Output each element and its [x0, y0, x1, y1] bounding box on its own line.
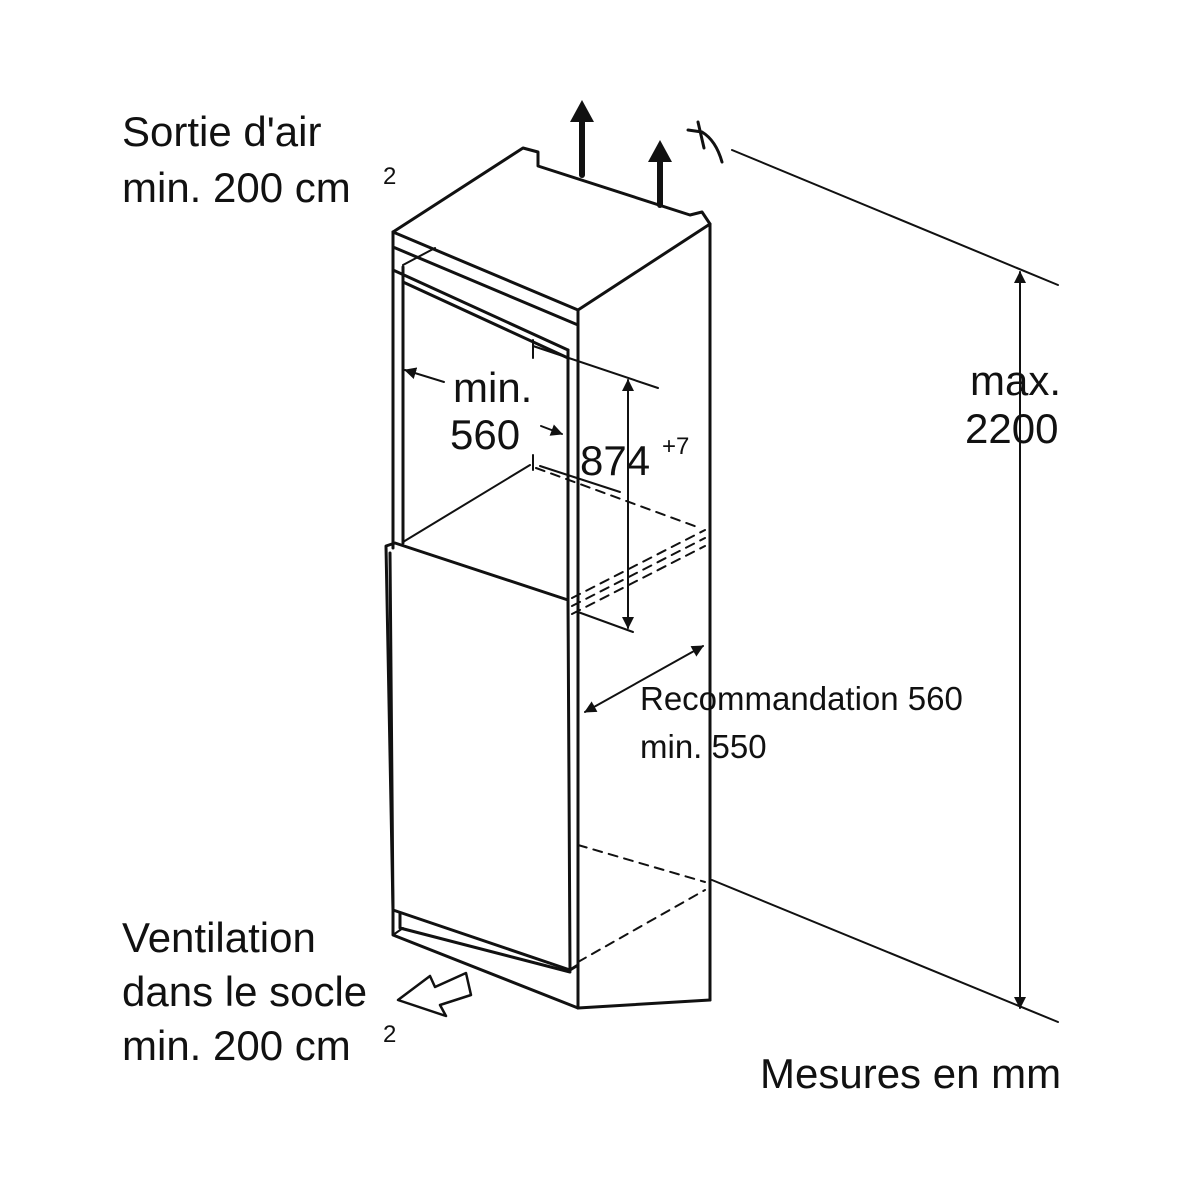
air-outlet-label-line1: Sortie d'air [122, 108, 321, 155]
plinth-opening [391, 908, 580, 1010]
door-height-label: 874 [580, 437, 650, 484]
max-height-label-line2: 2200 [965, 405, 1058, 452]
niche-width-label-line1: min. [453, 364, 532, 411]
cabinet-top-marker-icon [686, 120, 724, 164]
appliance-door [384, 541, 580, 972]
depth-label-line1: Recommandation 560 [640, 680, 963, 717]
niche-width-dimension [404, 339, 563, 471]
inner-shelves-dashed [535, 467, 706, 963]
depth-dimension [584, 645, 704, 713]
max-height-dimension [711, 149, 1059, 1023]
cabinet-front-frame [391, 230, 580, 614]
air-arrow-up-icon [570, 100, 594, 178]
air-outlet-label-sup: 2 [383, 163, 396, 190]
plinth-vent-label-line1: Ventilation [122, 914, 316, 961]
plinth-vent-label-line3: min. 200 cm [122, 1022, 351, 1069]
air-outlet-label-line2: min. 200 cm [122, 164, 351, 211]
door-height-sup: +7 [662, 433, 689, 460]
door-height-dimension [532, 345, 659, 633]
depth-label-line2: min. 550 [640, 728, 767, 765]
air-arrow-up-icon [648, 140, 672, 208]
cabinet-side-panel [576, 222, 712, 1010]
max-height-label-line1: max. [970, 357, 1061, 404]
plinth-vent-label-sup: 2 [383, 1021, 396, 1048]
niche-width-label-line2: 560 [450, 411, 520, 458]
units-note: Mesures en mm [760, 1050, 1061, 1097]
cabinet [384, 146, 712, 1010]
plinth-inlet-arrow-icon [396, 971, 473, 1018]
plinth-vent-label-line2: dans le socle [122, 968, 367, 1015]
